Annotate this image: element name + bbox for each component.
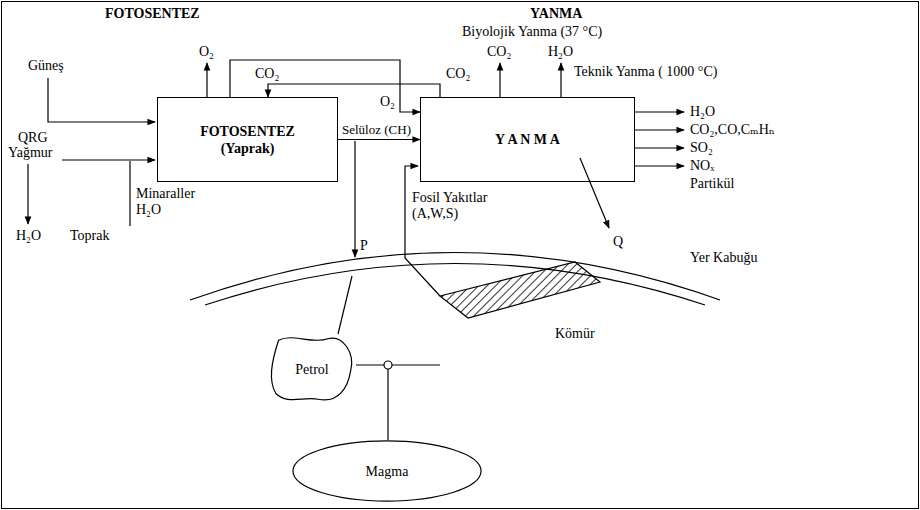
input-label: Minaraller H₂O	[136, 186, 208, 218]
input-label-text: Minaraller H₂O	[136, 186, 208, 218]
node-text: Petrol	[295, 361, 328, 378]
substance-label-text: O₂	[380, 94, 395, 109]
co2-out-line	[499, 63, 500, 97]
output-label-text: NOₓ	[690, 158, 714, 173]
input-label: Güneş	[28, 58, 64, 74]
input-label-text: Güneş	[28, 58, 64, 73]
input-label-text: Toprak	[70, 228, 109, 243]
flow-connector	[230, 60, 420, 112]
output-label: CO₂,CO,CₘHₙ	[690, 122, 775, 138]
sun-input-line	[48, 78, 155, 122]
process-box: FOTOSENTEZ (Yaprak)	[157, 97, 338, 182]
output-arrow	[635, 165, 684, 166]
output-label: H₂O	[690, 104, 715, 120]
heading-text: YANMA	[530, 6, 582, 21]
magma-ellipse: Magma	[292, 440, 482, 502]
flow-connector	[268, 84, 440, 97]
soil-line	[129, 161, 130, 226]
region-label-text: Yer Kabuğu	[690, 250, 757, 265]
note-text: Teknik Yanma ( 1000 °C)	[574, 64, 717, 79]
edge-label: Selüloz (CH)	[342, 122, 411, 138]
pipe-line	[356, 364, 440, 365]
node-text: FOTOSENTEZ (Yaprak)	[192, 123, 304, 157]
region-label: Kömür	[555, 326, 595, 342]
flow-connector	[338, 139, 420, 140]
substance-label: O₂	[199, 44, 214, 60]
note: Biyolojik Yanma (37 °C)	[462, 24, 602, 40]
energy-label: QRG	[18, 130, 48, 146]
node-text: Y A N M A	[495, 131, 560, 148]
output-arrow	[635, 111, 684, 112]
substance-label-text: H₂O	[548, 44, 573, 59]
substance-label: O₂	[380, 94, 395, 110]
substance-label: CO₂	[446, 66, 470, 82]
pipe-down-line	[387, 369, 388, 440]
output-label-text: SO₂	[690, 140, 713, 155]
output-label-text: H₂O	[690, 104, 715, 119]
substance-label: H₂O	[548, 44, 573, 60]
substance-label: CO₂	[487, 44, 511, 60]
coal-seam	[440, 262, 600, 318]
region-label: Yer Kabuğu	[690, 250, 757, 266]
energy-label-text: QRG	[18, 130, 48, 145]
heading: YANMA	[530, 6, 582, 22]
energy-label: Q	[613, 234, 623, 250]
fossil-fuel-line	[405, 166, 440, 296]
input-label: Toprak	[70, 228, 109, 244]
petrol-leader	[338, 276, 352, 334]
output-arrow	[635, 129, 684, 130]
substance-label-text: O₂	[199, 44, 214, 59]
cellulose-down-line	[354, 141, 355, 257]
node-text: Magma	[366, 463, 409, 480]
heading: FOTOSENTEZ	[105, 6, 200, 22]
substance-label-text: CO₂	[446, 66, 470, 81]
marker-label: P	[360, 238, 368, 254]
rain-runoff-line	[27, 164, 28, 224]
water-out-line	[560, 63, 561, 97]
substance-label-text: CO₂	[255, 66, 279, 81]
substance-label: CO₂	[255, 66, 279, 82]
process-box: Y A N M A	[420, 97, 635, 182]
substance-label-text: H₂O	[16, 228, 41, 243]
output-label-text: Partikül	[690, 176, 734, 191]
marker-label-text: P	[360, 238, 368, 253]
output-label: SO₂	[690, 140, 713, 156]
note-text: Biyolojik Yanma (37 °C)	[462, 24, 602, 39]
heat-arrow	[580, 158, 609, 228]
edge-label-text: Selüloz (CH)	[342, 122, 411, 137]
pipe-joint	[384, 361, 392, 369]
input-label: Fosil Yakıtlar (A,W,S)	[412, 190, 522, 222]
output-label: NOₓ	[690, 158, 714, 174]
input-label: Yağmur	[8, 145, 52, 161]
oxygen-out-line	[206, 63, 207, 97]
rain-input-line	[62, 159, 155, 160]
substance-label: H₂O	[16, 228, 41, 244]
note: Teknik Yanma ( 1000 °C)	[574, 64, 717, 80]
heading-text: FOTOSENTEZ	[105, 6, 200, 21]
output-arrow	[635, 147, 684, 148]
output-label: Partikül	[690, 176, 734, 192]
input-label-text: Yağmur	[8, 145, 52, 160]
energy-label-text: Q	[613, 234, 623, 249]
input-label-text: Fosil Yakıtlar (A,W,S)	[412, 190, 522, 222]
output-label-text: CO₂,CO,CₘHₙ	[690, 122, 775, 137]
region-label-text: Kömür	[555, 326, 595, 341]
substance-label-text: CO₂	[487, 44, 511, 59]
petrol-deposit: Petrol	[268, 333, 356, 405]
